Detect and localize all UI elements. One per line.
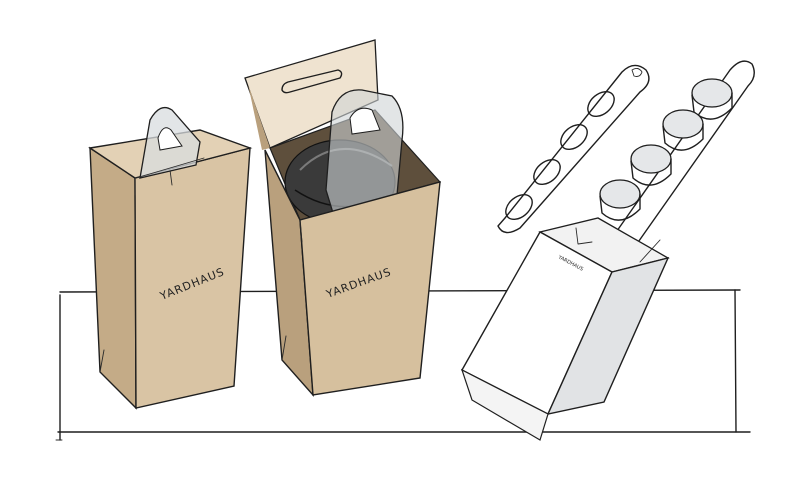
tray-empty (497, 64, 650, 234)
tray-filled (599, 60, 755, 254)
cap-1 (691, 78, 733, 120)
cap-3 (630, 144, 672, 186)
box-open: YARDHAUS (244, 39, 442, 398)
tray-box-end (460, 368, 549, 441)
box-closed-hanger (135, 106, 205, 179)
cap-2 (662, 109, 704, 151)
tray-empty-holes (505, 90, 615, 221)
tray-caps (599, 78, 733, 221)
tray-box: YARDHAUS (460, 217, 670, 441)
tray-box-side (546, 256, 670, 415)
box-closed: YARDHAUS (88, 106, 253, 410)
box-open-side (299, 181, 441, 396)
cap-4 (599, 179, 641, 221)
box-closed-front (89, 146, 137, 410)
